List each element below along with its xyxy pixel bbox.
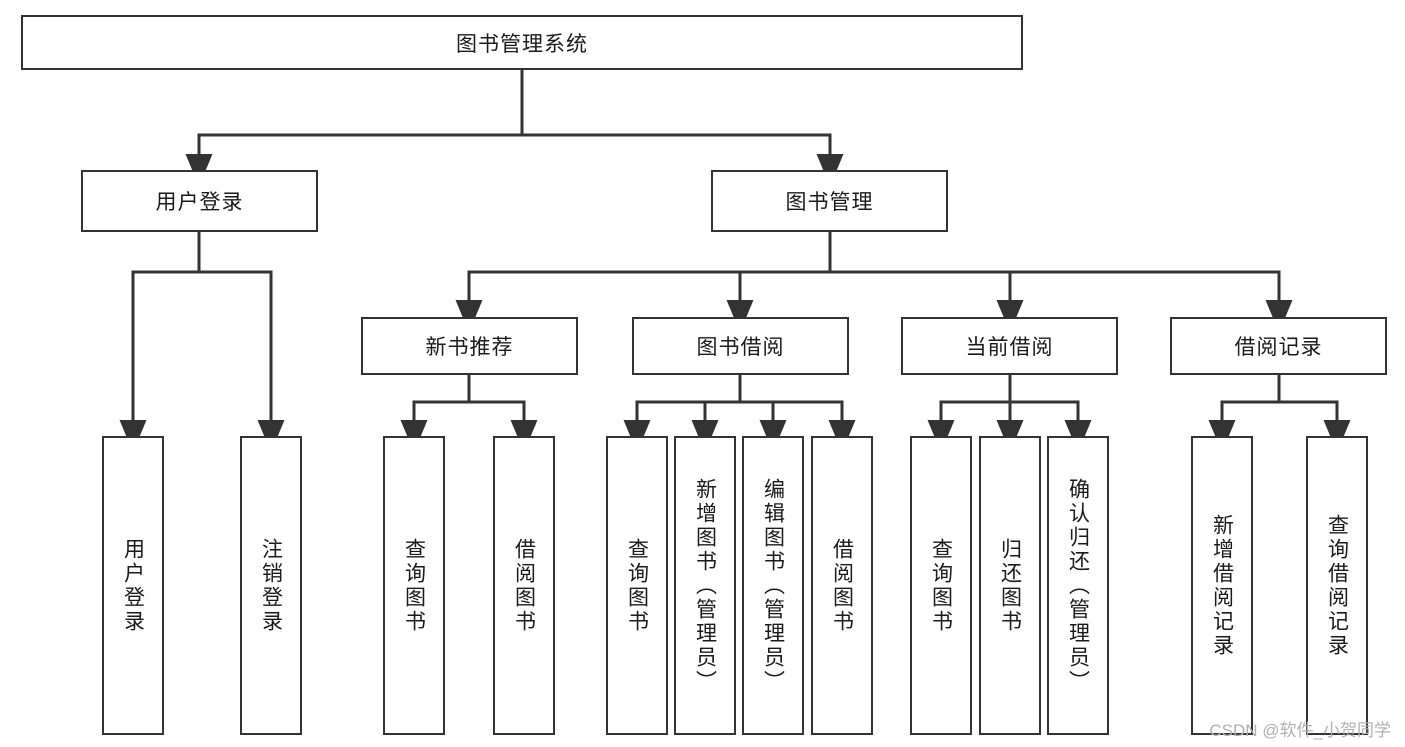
node-label: 确认归还（管理员） <box>1066 477 1090 694</box>
node-label: 新增借阅记录 <box>1210 513 1234 658</box>
node-label: 归还图书 <box>998 537 1022 634</box>
leaf-current-borrow-return[interactable]: 归还图书 <box>979 436 1041 735</box>
node-label: 用户登录 <box>121 537 145 634</box>
node-new-book-recommend[interactable]: 新书推荐 <box>361 317 578 375</box>
node-label: 借阅图书 <box>830 537 854 634</box>
node-label: 借阅记录 <box>1234 336 1323 359</box>
node-book-management[interactable]: 图书管理 <box>711 170 948 232</box>
leaf-borrow-record-add[interactable]: 新增借阅记录 <box>1191 436 1253 735</box>
node-label: 借阅图书 <box>512 537 536 634</box>
leaf-book-borrow-edit[interactable]: 编辑图书（管理员） <box>742 436 804 735</box>
leaf-user-login-login[interactable]: 用户登录 <box>102 436 164 735</box>
leaf-book-borrow-query[interactable]: 查询图书 <box>606 436 668 735</box>
node-current-borrow[interactable]: 当前借阅 <box>901 317 1118 375</box>
leaf-new-book-query[interactable]: 查询图书 <box>383 436 445 735</box>
node-label: 新书推荐 <box>425 336 514 359</box>
node-label: 查询图书 <box>929 537 953 634</box>
node-label: 查询图书 <box>625 537 649 634</box>
leaf-new-book-borrow[interactable]: 借阅图书 <box>493 436 555 735</box>
node-label: 注销登录 <box>259 537 283 634</box>
node-label: 查询图书 <box>402 537 426 634</box>
node-root-book-management-system[interactable]: 图书管理系统 <box>21 15 1023 70</box>
leaf-book-borrow-add[interactable]: 新增图书（管理员） <box>674 436 736 735</box>
node-label: 图书管理系统 <box>456 32 588 56</box>
csdn-watermark: CSDN @软件_小贺同学 <box>1209 721 1391 740</box>
node-label: 编辑图书（管理员） <box>761 477 785 694</box>
node-borrow-record[interactable]: 借阅记录 <box>1170 317 1387 375</box>
node-book-borrow[interactable]: 图书借阅 <box>632 317 849 375</box>
node-user-login[interactable]: 用户登录 <box>81 170 318 232</box>
node-label: 当前借阅 <box>965 336 1054 359</box>
node-label: 新增图书（管理员） <box>693 477 717 694</box>
leaf-current-borrow-query[interactable]: 查询图书 <box>910 436 972 735</box>
node-label: 用户登录 <box>155 191 244 214</box>
leaf-borrow-record-query[interactable]: 查询借阅记录 <box>1306 436 1368 735</box>
leaf-user-login-logout[interactable]: 注销登录 <box>240 436 302 735</box>
leaf-book-borrow-borrow[interactable]: 借阅图书 <box>811 436 873 735</box>
node-label: 图书管理 <box>785 191 874 214</box>
leaf-current-borrow-confirm-return[interactable]: 确认归还（管理员） <box>1047 436 1109 735</box>
node-label: 图书借阅 <box>696 336 785 359</box>
node-label: 查询借阅记录 <box>1325 513 1349 658</box>
